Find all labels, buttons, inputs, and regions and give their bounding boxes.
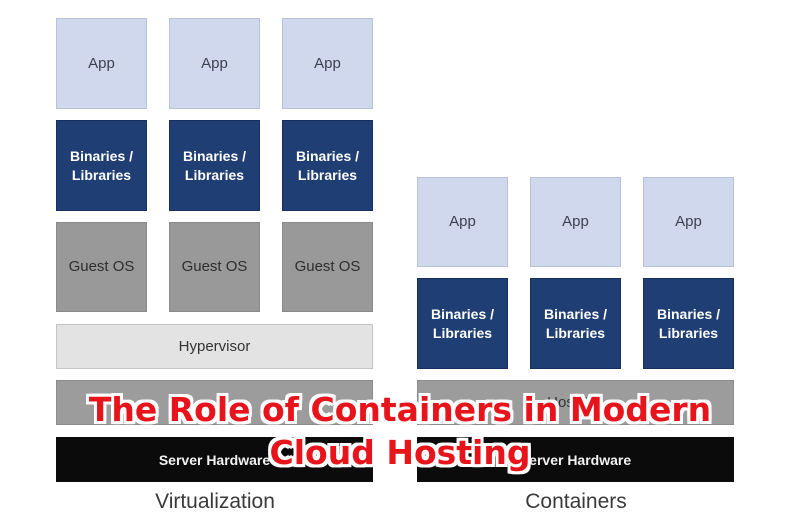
vm-guest-os-3: Guest OS xyxy=(282,222,373,312)
ct-app-3: App xyxy=(643,177,734,267)
app-label: App xyxy=(88,54,115,72)
vm-guest-os-2: Guest OS xyxy=(169,222,260,312)
overlay-title-line1: The Role of Containers in Modern xyxy=(88,390,712,429)
binaries-label-line1: Binaries / xyxy=(182,147,247,164)
virtualization-caption: Virtualization xyxy=(155,490,275,513)
binaries-label-line2: Libraries xyxy=(432,324,493,341)
app-label: App xyxy=(562,213,589,230)
binaries-label-line1: Binaries / xyxy=(295,147,360,164)
vm-binaries-1: Binaries / Libraries xyxy=(56,120,147,211)
ct-server-hardware-layer: Server Hardware xyxy=(417,437,734,482)
overlay-title-line2: Cloud Hosting xyxy=(269,433,531,472)
vm-app-1: App xyxy=(56,18,147,109)
app-label: App xyxy=(449,213,476,230)
server-hardware-label: Server Hardware xyxy=(158,451,271,468)
guest-os-label: Guest OS xyxy=(181,258,248,275)
binaries-label-line1: Binaries / xyxy=(430,305,495,322)
host-os-label: Host OS xyxy=(547,393,604,411)
guest-os-label: Guest OS xyxy=(294,258,361,275)
binaries-label-line2: Libraries xyxy=(184,166,245,183)
app-label: App xyxy=(675,213,702,230)
ct-binaries-1: Binaries / Libraries xyxy=(417,278,508,369)
server-hardware-label: Server Hardware xyxy=(519,451,632,468)
vm-app-2: App xyxy=(169,18,260,109)
vm-guest-os-1: Guest OS xyxy=(56,222,147,312)
ct-binaries-2: Binaries / Libraries xyxy=(530,278,621,369)
vm-host-os-layer xyxy=(56,380,373,425)
binaries-label-line1: Binaries / xyxy=(656,305,721,322)
ct-app-1: App xyxy=(417,177,508,267)
guest-os-label: Guest OS xyxy=(68,258,135,275)
app-label: App xyxy=(314,54,341,72)
binaries-label-line1: Binaries / xyxy=(69,147,134,164)
app-label: App xyxy=(201,54,228,72)
ct-app-2: App xyxy=(530,177,621,267)
hypervisor-layer: Hypervisor xyxy=(56,324,373,369)
binaries-label-line2: Libraries xyxy=(545,324,606,341)
binaries-label-line2: Libraries xyxy=(658,324,719,341)
binaries-label-line2: Libraries xyxy=(297,166,358,183)
vm-binaries-3: Binaries / Libraries xyxy=(282,120,373,211)
vm-server-hardware-layer: Server Hardware xyxy=(56,437,373,482)
binaries-label-line2: Libraries xyxy=(71,166,132,183)
ct-host-os-layer: Host OS xyxy=(417,380,734,425)
ct-binaries-3: Binaries / Libraries xyxy=(643,278,734,369)
overlay-title: The Role of Containers in Modern Cloud H… xyxy=(40,388,760,474)
binaries-label-line1: Binaries / xyxy=(543,305,608,322)
hypervisor-label: Hypervisor xyxy=(178,337,251,355)
vm-app-3: App xyxy=(282,18,373,109)
vm-binaries-2: Binaries / Libraries xyxy=(169,120,260,211)
containers-caption: Containers xyxy=(525,490,627,513)
